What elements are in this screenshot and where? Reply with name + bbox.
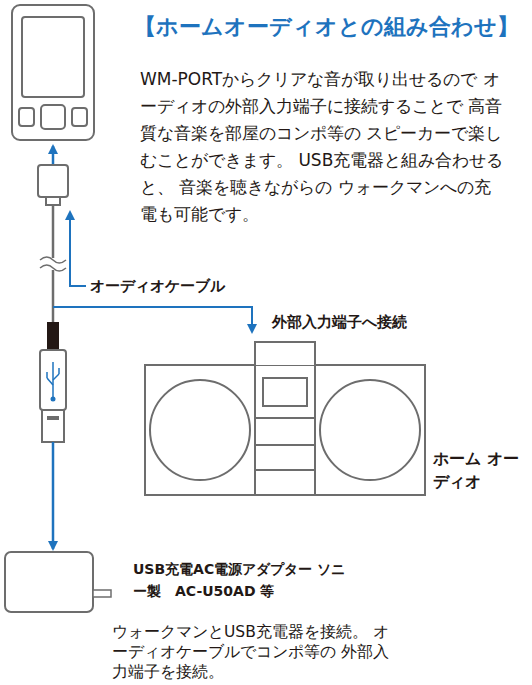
description-text: WM-PORTからクリアな音が取り出せるので オーディオの外部入力端子に接続する… [140, 66, 505, 228]
cable-label: オーディオケーブル [90, 276, 290, 296]
node-text: USB充電AC電源アダプター ソニー製 AC-U50AD 等 [133, 558, 351, 602]
diagram-title: 【ホームオーディオとの組み合わせ】 [134, 12, 529, 42]
home-audio-node: ホーム オーディオ [145, 335, 527, 502]
charger-node: USB充電AC電源アダプター ソニー製 AC-U50AD 等 [5, 552, 427, 616]
input-label: 外部入力端子へ接続 [272, 312, 472, 332]
node-text: ホーム オーディオ [433, 447, 519, 493]
caption-text: ウォークマンとUSB充電器を接続。 オーディオケーブルでコンポ等の 外部入力端子… [112, 622, 397, 682]
